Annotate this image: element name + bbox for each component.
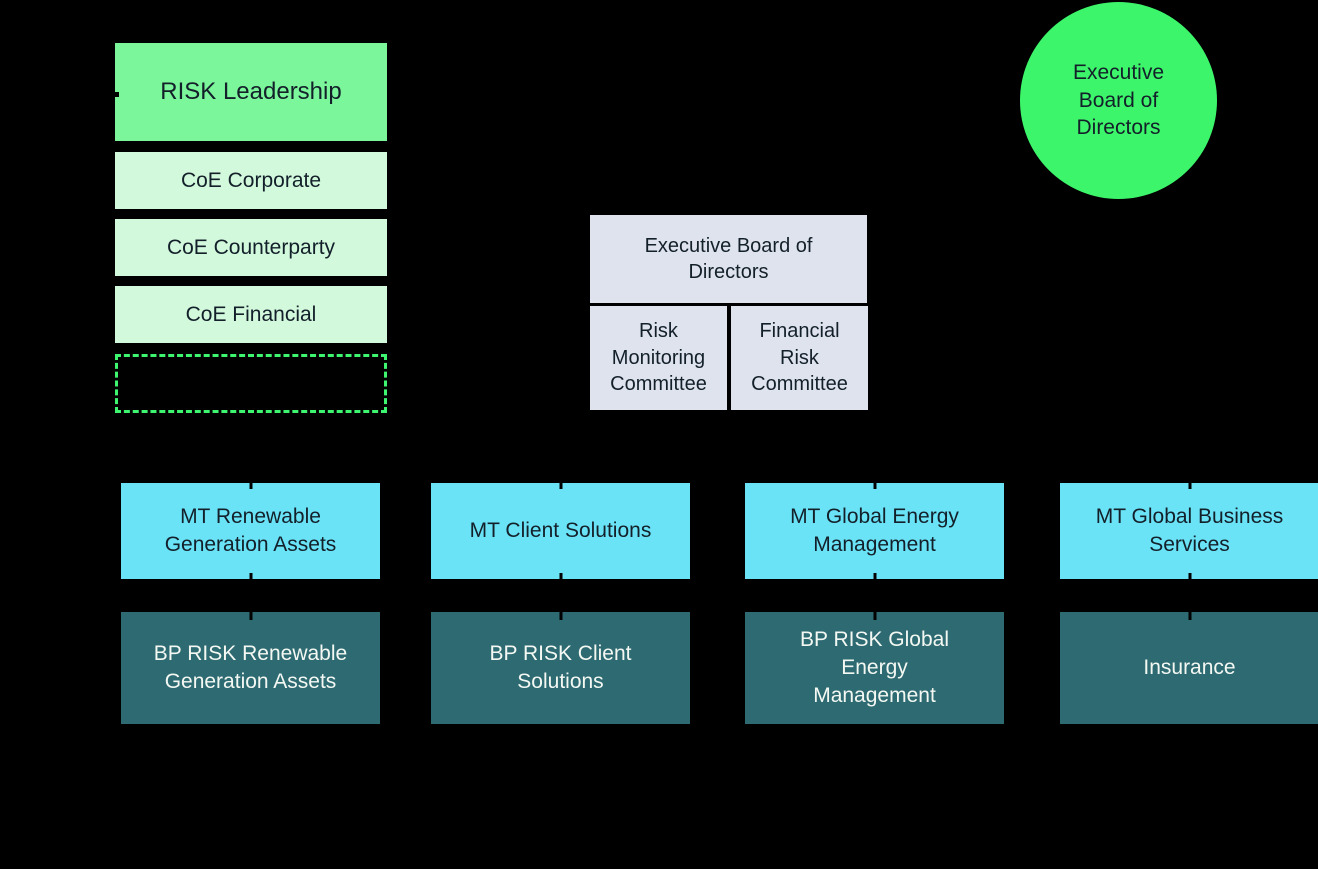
risk-leadership-label: RISK Leadership [160,78,342,106]
financial-risk-committee-box: Financial Risk Committee [731,306,868,410]
risk-leadership-box: RISK Leadership [115,43,387,141]
insurance-box: Insurance [1060,612,1318,724]
executive-board-box: Executive Board of Directors [590,215,867,303]
bp-risk-renewable-generation-assets-box: BP RISK Renewable Generation Assets [121,612,380,724]
risk-monitoring-committee-box: Risk Monitoring Committee [590,306,727,410]
mt-global-energy-management-box: MT Global Energy Management [745,483,1004,579]
bp-risk-global-energy-management-box: BP RISK Global Energy Management [745,612,1004,724]
mt-renewable-generation-assets-label: MT Renewable Generation Assets [164,505,337,556]
coe-corporate-label: CoE Corporate [180,168,322,192]
financial-risk-committee-label: Financial Risk Committee [751,320,848,396]
mt-client-solutions-label: MT Client Solutions [469,519,652,543]
executive-board-label: Executive Board of Directors [644,234,813,283]
mt-renewable-generation-assets-box: MT Renewable Generation Assets [121,483,380,579]
bp-risk-client-solutions-label: BP RISK Client Solutions [489,642,632,693]
bp-risk-renewable-generation-assets-label: BP RISK Renewable Generation Assets [153,642,348,693]
empty-dashed-placeholder-box [115,354,387,413]
coe-counterparty-box: CoE Counterparty [115,219,387,276]
coe-financial-label: CoE Financial [185,302,317,326]
coe-financial-box: CoE Financial [115,286,387,343]
executive-board-circle-label: Executive Board of Directors [1072,60,1165,140]
risk-monitoring-committee-label: Risk Monitoring Committee [610,320,707,396]
coe-corporate-box: CoE Corporate [115,152,387,209]
bp-risk-client-solutions-box: BP RISK Client Solutions [431,612,690,724]
mt-client-solutions-box: MT Client Solutions [431,483,690,579]
executive-board-circle: Executive Board of Directors [1020,2,1217,199]
mt-global-energy-management-label: MT Global Energy Management [790,505,959,556]
bp-risk-global-energy-management-label: BP RISK Global Energy Management [799,628,950,707]
mt-global-business-services-box: MT Global Business Services [1060,483,1318,579]
coe-counterparty-label: CoE Counterparty [166,235,336,259]
mt-global-business-services-label: MT Global Business Services [1095,505,1284,556]
insurance-label: Insurance [1143,656,1236,680]
